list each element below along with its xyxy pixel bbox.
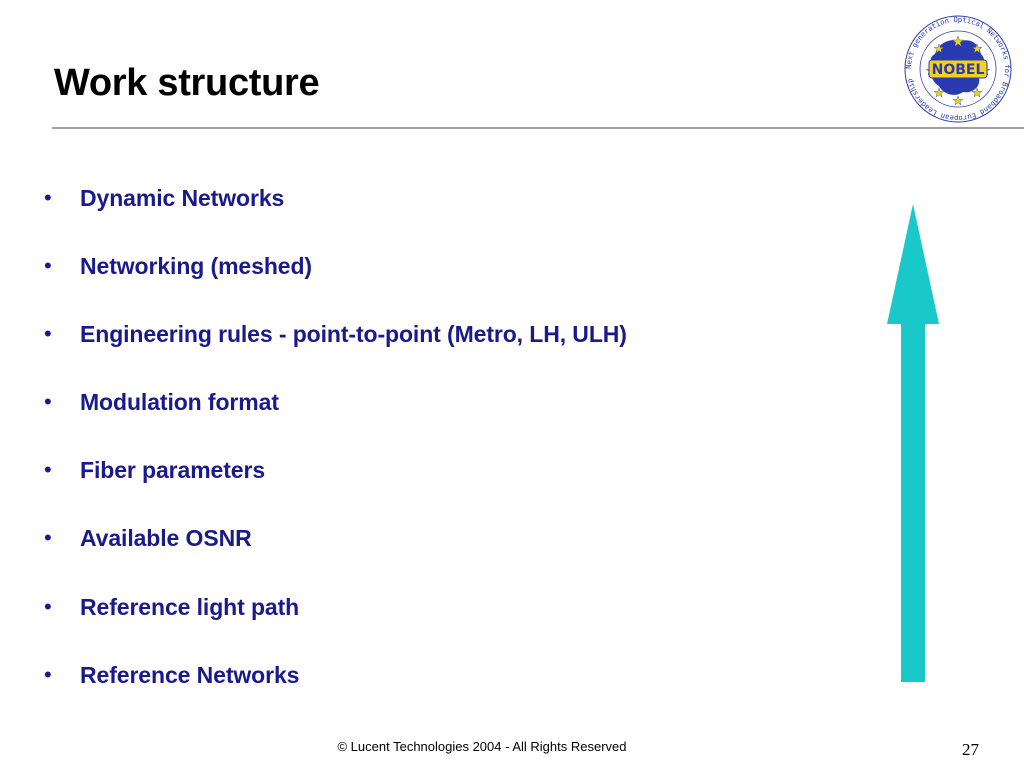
- bullet-item: • Networking (meshed): [44, 250, 312, 282]
- logo-wordmark: NOBEL: [932, 62, 985, 78]
- bullet-item: • Engineering rules - point-to-point (Me…: [44, 318, 627, 350]
- page-number: 27: [962, 740, 979, 759]
- bullet-text: Available OSNR: [80, 524, 252, 551]
- bullet-text: Modulation format: [80, 388, 279, 415]
- bullet-text: Dynamic Networks: [80, 184, 285, 211]
- bullet-dot: •: [44, 525, 52, 550]
- nobel-logo: Next generation Optical Networks for Bro…: [904, 15, 1012, 123]
- bullet-item: • Reference Networks: [44, 659, 299, 691]
- bullet-dot: •: [44, 389, 52, 414]
- slide-title: Work structure: [54, 62, 320, 104]
- bullet-text: Reference light path: [80, 593, 300, 620]
- bullet-dot: •: [44, 457, 52, 482]
- bullet-item: • Fiber parameters: [44, 454, 265, 486]
- up-arrow-icon: [887, 204, 939, 682]
- bullet-item: • Modulation format: [44, 386, 279, 418]
- bullet-item: • Available OSNR: [44, 522, 252, 554]
- bullet-text: Networking (meshed): [80, 252, 312, 279]
- footer-copyright: © Lucent Technologies 2004 - All Rights …: [337, 739, 627, 754]
- bullet-dot: •: [44, 594, 52, 619]
- bullet-text: Reference Networks: [80, 661, 300, 688]
- bullet-item: • Reference light path: [44, 591, 299, 623]
- bullet-text: Fiber parameters: [80, 456, 266, 483]
- bullet-text: Engineering rules - point-to-point (Metr…: [80, 320, 627, 347]
- bullet-dot: •: [44, 321, 52, 346]
- bullet-item: • Dynamic Networks: [44, 182, 284, 214]
- bullet-dot: •: [44, 662, 52, 687]
- bullet-dot: •: [44, 185, 52, 210]
- title-divider: [52, 127, 1024, 129]
- bullet-dot: •: [44, 253, 52, 278]
